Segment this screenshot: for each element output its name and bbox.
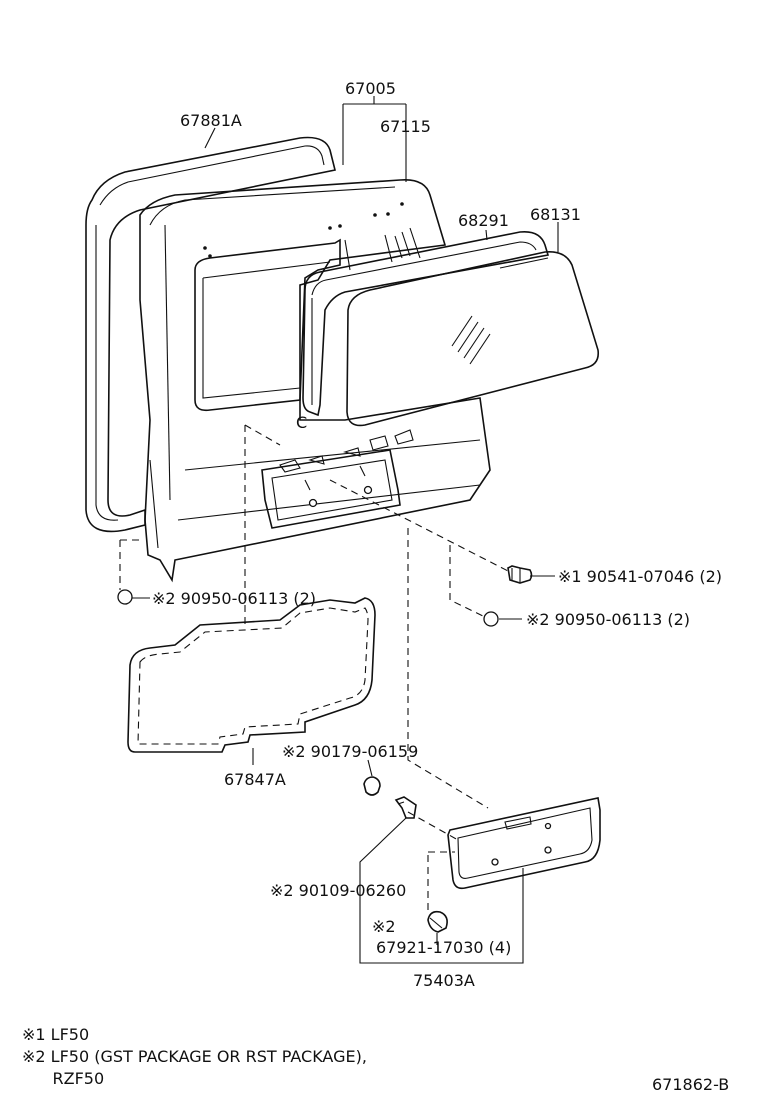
door-trim-board-67847A [127,597,376,753]
label-68291: 68291 [458,211,509,230]
back-door-glass-68131 [346,250,600,427]
diagram-reference: 671862-B [652,1075,729,1094]
clip-90541 [507,565,533,584]
screw-90109 [394,796,417,819]
footnote-1: ※1 LF50 [22,1025,89,1044]
label-67921: 67921-17030 (4) [376,938,511,957]
footnote-2b: RZF50 [22,1069,104,1088]
back-door-garnish-75403A [447,797,601,890]
label-67881A: 67881A [180,111,242,130]
assembly-dash-lines [119,424,511,912]
weatherstrip-67881A [85,136,336,533]
clip-90179 [363,776,381,796]
label-90950-right: ※2 90950-06113 (2) [526,610,690,629]
label-90541: ※1 90541-07046 (2) [558,567,722,586]
svg-text:C: C [296,413,307,432]
label-67115: 67115 [380,117,431,136]
label-90109: ※2 90109-06260 [270,881,406,900]
clip-67921 [427,910,448,933]
plug-90950-right [483,611,499,627]
label-90950-left: ※2 90950-06113 (2) [152,589,316,608]
label-75403A: 75403A [413,971,475,990]
back-door-panel-67005: C [139,178,491,583]
label-67921-note: ※2 [372,917,396,936]
label-67847A: 67847A [224,770,286,789]
footnote-2: ※2 LF50 (GST PACKAGE OR RST PACKAGE), [22,1047,367,1066]
label-67005: 67005 [345,79,396,98]
glass-seal-68291 [302,230,550,417]
label-90179: ※2 90179-06159 [282,742,418,761]
license-plate-recess-67115 [261,449,401,529]
plug-90950-left [117,589,133,605]
leader-lines [132,96,559,964]
label-68131: 68131 [530,205,581,224]
